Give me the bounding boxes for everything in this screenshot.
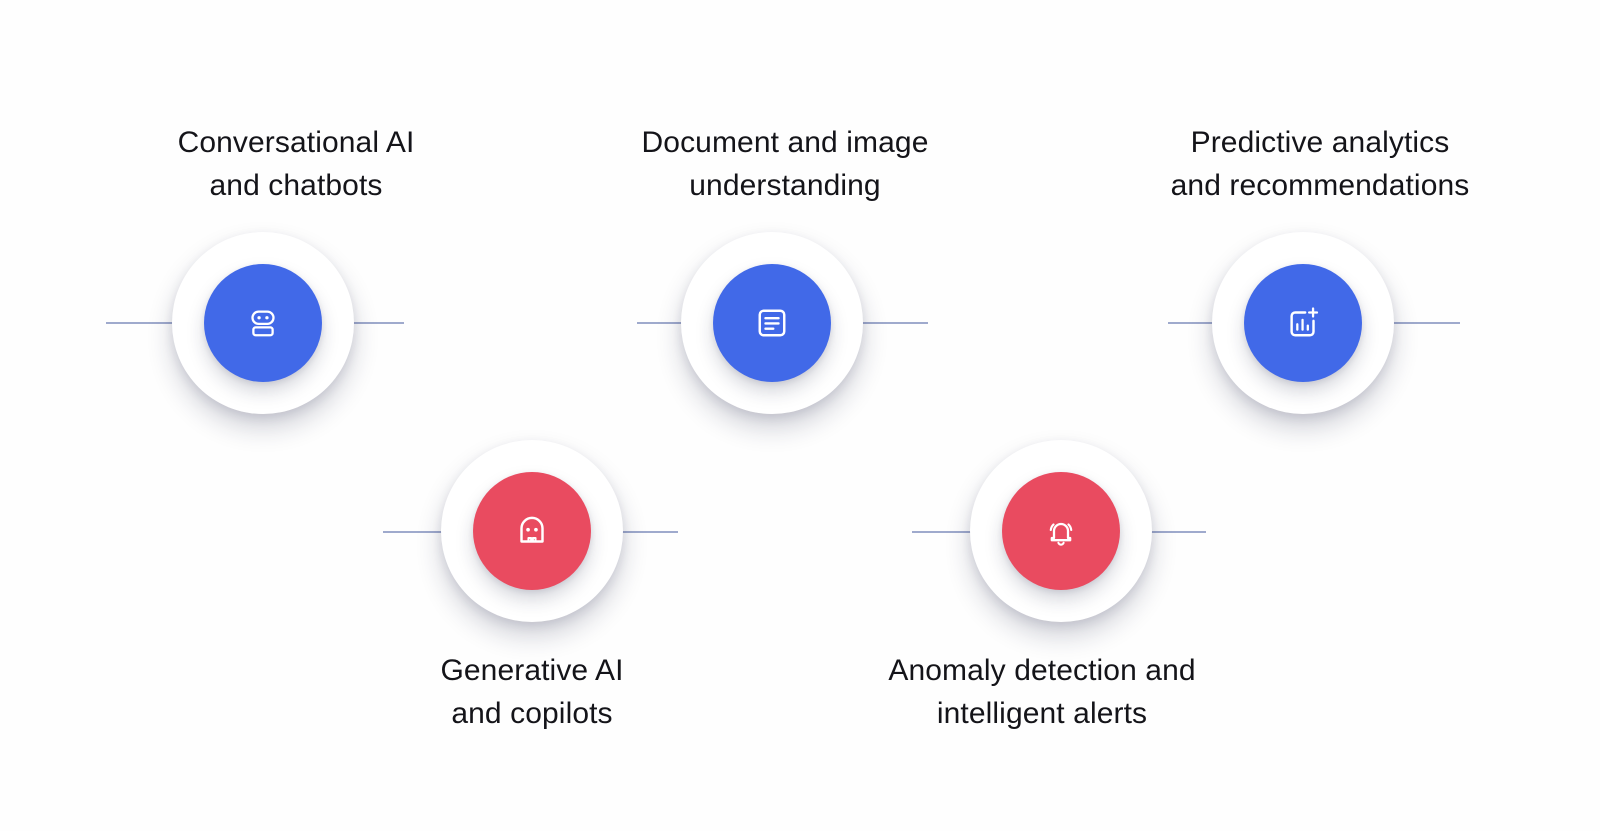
connector-line-left-of-conversational-ai	[106, 322, 201, 324]
chatbot-icon	[242, 302, 284, 344]
node-conversational-ai[interactable]	[172, 232, 354, 414]
connector-line-right-of-anomaly	[1118, 531, 1206, 533]
connector-line-left-of-predictive	[1168, 322, 1250, 324]
connector-line-right-of-predictive	[1368, 322, 1460, 324]
node-label-generative-ai-copilots: Generative AI and copilots	[440, 654, 624, 730]
node-disc	[713, 264, 831, 382]
node-disc	[204, 264, 322, 382]
node-anomaly-detection[interactable]	[970, 440, 1152, 622]
node-generative-ai-copilots[interactable]	[441, 440, 623, 622]
connector-line-right-of-document-image	[836, 322, 928, 324]
connector-line-left-of-anomaly	[912, 531, 1000, 533]
connector-line-right-of-generative-ai	[590, 531, 678, 533]
node-label-conversational-ai: Conversational AI and chatbots	[177, 126, 415, 202]
node-disc	[473, 472, 591, 590]
ghost-robot-icon	[511, 510, 553, 552]
node-disc	[1244, 264, 1362, 382]
connector-line-right-of-conversational-ai	[320, 322, 404, 324]
node-disc	[1002, 472, 1120, 590]
add-chart-icon	[1282, 302, 1324, 344]
connector-line-left-of-generative-ai	[383, 531, 471, 533]
node-document-image-understanding[interactable]	[681, 232, 863, 414]
node-label-anomaly-detection: Anomaly detection and intelligent alerts	[888, 654, 1196, 730]
connector-line-left-of-document-image	[637, 322, 719, 324]
document-text-icon	[751, 302, 793, 344]
node-label-document-image-understanding: Document and image understanding	[641, 126, 929, 202]
node-label-predictive-analytics: Predictive analytics and recommendations	[1170, 126, 1470, 202]
ringing-bell-icon	[1040, 510, 1082, 552]
node-predictive-analytics[interactable]	[1212, 232, 1394, 414]
